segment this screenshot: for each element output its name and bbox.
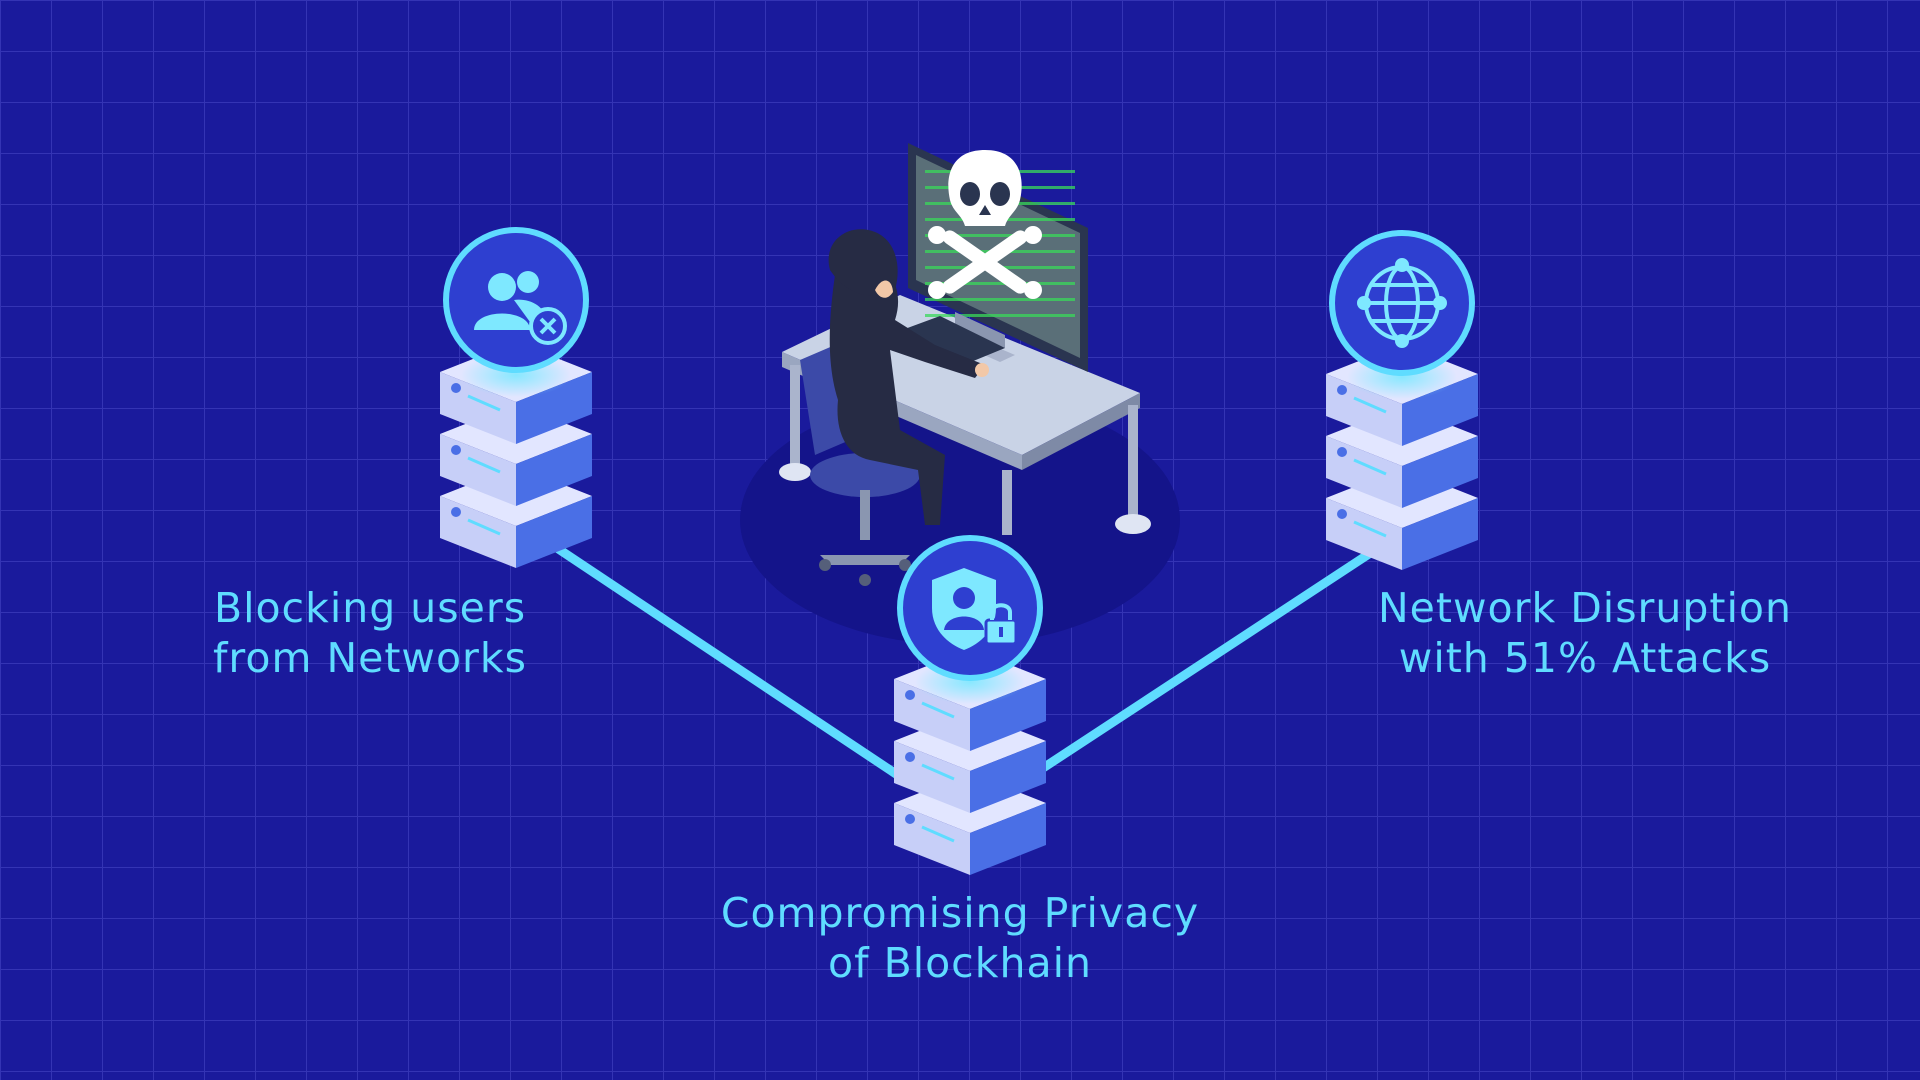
shield-user-lock-icon	[932, 568, 1018, 650]
label-line: from Networks	[213, 634, 527, 682]
label-blocking-users: Blocking users from Networks	[140, 583, 600, 683]
hacker-workstation	[740, 143, 1180, 645]
node-center	[894, 535, 1046, 875]
label-line: Network Disruption	[1378, 584, 1792, 632]
label-line: of Blockhain	[828, 939, 1092, 987]
label-network-disruption: Network Disruption with 51% Attacks	[1330, 583, 1840, 683]
connector-left	[540, 535, 910, 785]
label-line: Compromising Privacy	[720, 889, 1200, 937]
node-right	[1326, 230, 1478, 570]
keyboard	[902, 316, 1005, 364]
connector-lines	[540, 535, 1380, 785]
globe-network-icon	[1357, 258, 1447, 348]
connector-right	[1035, 545, 1380, 775]
label-compromising-privacy: Compromising Privacy of Blockhain	[660, 888, 1260, 988]
user-block-icon	[474, 271, 567, 345]
label-line: Blocking users	[213, 584, 527, 632]
label-line: with 51% Attacks	[1398, 634, 1772, 682]
server-stack	[440, 342, 592, 568]
node-left	[440, 227, 592, 568]
skull-crossbones-icon	[928, 150, 1042, 299]
hacker-figure	[828, 229, 989, 525]
